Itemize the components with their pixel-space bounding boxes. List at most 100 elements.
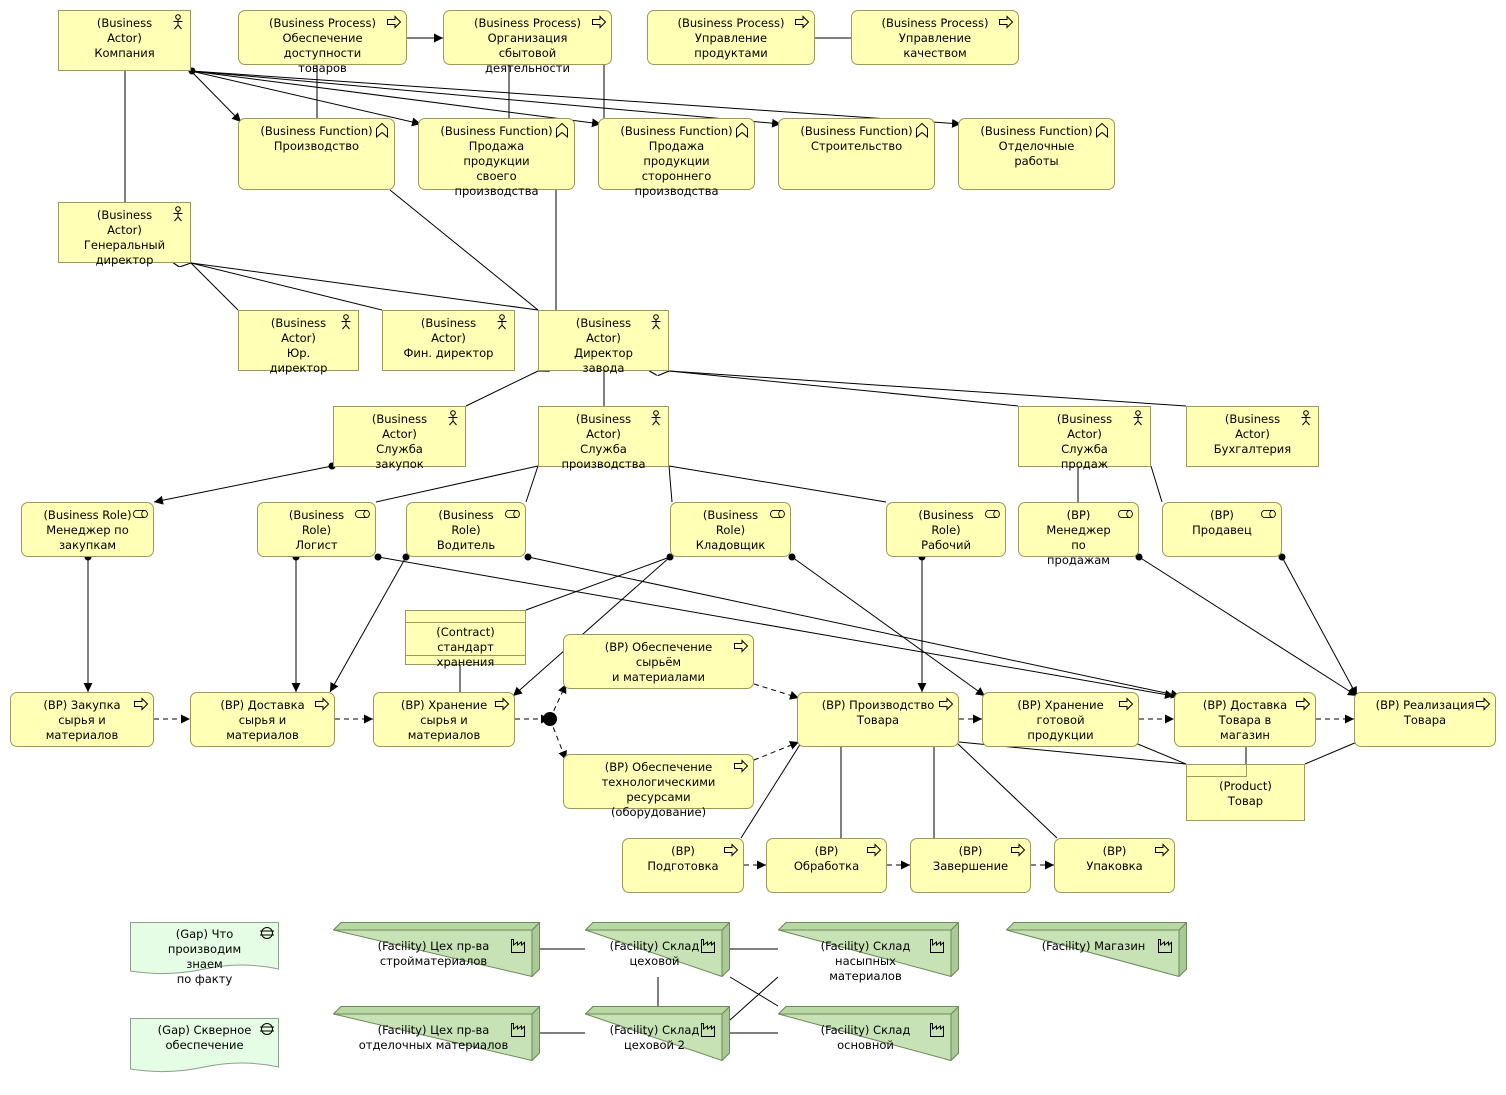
node-f-otdel[interactable]: (Business Function) Отделочные работы [958,118,1115,190]
node-label: (Business Function) Отделочные работы [980,124,1093,168]
relation-company-f1[interactable] [190,70,242,123]
business-actor-icon [651,314,661,330]
node-r-menprod[interactable]: (BP) Менеджер по продажам [1018,502,1139,567]
relation-vod-dost[interactable] [329,553,410,693]
relation-skl1-sklosn[interactable] [729,976,779,1007]
node-p-kach[interactable]: (Business Process) Управление качеством [851,10,1019,65]
node-f-prod-ext[interactable]: (Business Function) Продажа продукции ст… [598,118,755,198]
junction[interactable] [543,712,557,726]
relation-podg-proizv[interactable] [740,724,813,839]
node-product[interactable]: (Product) Товар [1186,764,1305,821]
node-bp-dostmag[interactable]: (BP) Доставка Товара в магазин [1174,692,1316,747]
node-fa-ceh2[interactable]: (Facility) Цех пр-ва отделочных материал… [333,1006,540,1061]
node-dirzav[interactable]: (Business Actor) Директор завода [538,310,669,375]
relation-sproizv-rab[interactable] [668,465,887,503]
node-bp-zav[interactable]: (BP) Завершение [910,838,1031,893]
business-function-icon [376,122,388,138]
node-f-proizv[interactable]: (Business Function) Производство [238,118,395,190]
node-fa-sklnas[interactable]: (Facility) Склад насыпных материалов [778,922,959,983]
relation-fproizv-dirzav[interactable] [389,189,539,311]
node-sprod[interactable]: (Business Actor) Служба продаж [1018,406,1151,471]
node-bp-hran[interactable]: (BP) Хранение сырья и материалов [373,692,515,747]
node-r-logist[interactable]: (Business Role) Логист [257,502,376,557]
node-bp-obtech[interactable]: (BP) Обеспечение технологическими ресурс… [563,754,754,819]
node-zakup[interactable]: (Business Actor) Служба закупок [333,406,466,471]
node-fa-ceh1[interactable]: (Facility) Цех пр-ва стройматериалов [333,922,540,977]
relation-obtech-proizv[interactable] [753,741,800,761]
relation-company-f4[interactable] [190,70,782,128]
relation-product-hrgot[interactable] [1132,741,1187,765]
node-contract[interactable]: (Contract) стандарт хранения [405,610,526,669]
node-fa-skl2[interactable]: (Facility) Склад цеховой 2 [585,1006,730,1061]
business-actor-icon [173,14,183,30]
node-bp-podg[interactable]: (BP) Подготовка [622,838,744,893]
relation-product-real[interactable] [1304,741,1358,765]
node-label: (Business Role) Рабочий [918,508,974,552]
node-f-prod-own[interactable]: (Business Function) Продажа продукции св… [418,118,575,198]
node-gap1[interactable]: (Gap) Что производим знаем по факту [130,922,279,986]
node-fa-sklosn[interactable]: (Facility) Склад основной [778,1006,959,1061]
node-company[interactable]: (Business Actor) Компания [58,10,191,71]
node-label: (BP) Производство Товара [821,698,935,727]
node-gap2[interactable]: (Gap) Скверное обеспечение [130,1018,279,1075]
facility-icon [1158,939,1172,953]
relation-prodavec-real[interactable] [1278,553,1358,697]
node-p-dost[interactable]: (Business Process) Обеспечение доступнос… [238,10,407,75]
node-fa-skl1[interactable]: (Facility) Склад цеховой [585,922,730,977]
business-process-icon [1119,697,1134,711]
node-r-klad[interactable]: (Business Role) Кладовщик [670,502,791,557]
node-yur[interactable]: (Business Actor) Юр. директор [238,310,359,375]
relation-gendir-fin[interactable] [191,263,383,311]
relation-junc-obsyr[interactable] [549,683,567,720]
relation-junc-obtech[interactable] [549,718,567,761]
node-3d-shape [585,922,730,977]
business-process-icon [315,697,330,711]
node-bp-obsyr[interactable]: (BP) Обеспечение сырьём и материалами [563,634,754,689]
node-p-org[interactable]: (Business Process) Организация сбытовой … [443,10,612,75]
relation-sproizv-klad[interactable] [668,465,673,503]
node-bp-obr[interactable]: (BP) Обработка [766,838,887,893]
node-label: (Business Actor) Фин. директор [403,316,494,360]
relation-dirzav-buh[interactable] [669,371,1187,407]
business-role-icon [1261,510,1276,518]
node-p-upr[interactable]: (Business Process) Управление продуктами [647,10,815,65]
relation-gendir-yur[interactable] [191,263,239,311]
relation-klad-hran[interactable] [512,553,674,697]
node-bp-real[interactable]: (BP) Реализация Товара [1354,692,1496,747]
relation-obsyr-proizv[interactable] [753,683,800,700]
node-label: (Business Function) Производство [260,124,373,153]
relation-sproizv-logist[interactable] [375,465,539,503]
node-r-vod[interactable]: (Business Role) Водитель [406,502,526,557]
relation-menprod-real[interactable] [1135,553,1358,697]
node-fa-mag[interactable]: (Facility) Магазин [1006,922,1187,977]
node-bp-dost[interactable]: (BP) Доставка сырья и материалов [190,692,335,747]
relation-company-f2[interactable] [190,70,422,127]
relation-skl2-sklnas[interactable] [729,976,779,1021]
node-bp-upak[interactable]: (BP) Упаковка [1054,838,1175,893]
node-bp-hrgot[interactable]: (BP) Хранение готовой продукции [982,692,1139,747]
node-fin[interactable]: (Business Actor) Фин. директор [382,310,515,371]
node-r-prodavec[interactable]: (BP) Продавец [1162,502,1282,557]
node-sproizv[interactable]: (Business Actor) Служба производства [538,406,669,471]
node-gendir[interactable]: (Business Actor) Генеральный директор [58,202,191,267]
node-bp-zak[interactable]: (BP) Закупка сырья и материалов [10,692,154,747]
relation-company-f5[interactable] [190,70,962,128]
relation-sproizv-vod[interactable] [525,465,539,503]
relation-klad-hrgot[interactable] [788,553,986,697]
relation-gendir-dirzav[interactable] [191,263,539,311]
relation-zakup-menzak[interactable] [153,462,336,505]
relation-dirzav-zakup[interactable] [465,371,538,407]
relation-upak-proizv[interactable] [941,727,1058,839]
relation-dirzav-sprod[interactable] [669,371,1019,407]
node-buh[interactable]: (Business Actor) Бухгалтерия [1186,406,1319,467]
node-bp-proizv[interactable]: (BP) Производство Товара [797,692,959,747]
node-f-stroit[interactable]: (Business Function) Строительство [778,118,935,190]
relation-sprod-prodavec[interactable] [1150,465,1163,503]
node-label: (Business Actor) Генеральный директор [83,208,166,267]
relation-company-f3[interactable] [190,70,602,128]
relation-klad-contract[interactable] [525,556,671,611]
node-r-rab[interactable]: (Business Role) Рабочий [886,502,1006,557]
node-label: (Gap) Скверное обеспечение [157,1023,252,1052]
node-r-menzak[interactable]: (Business Role) Менеджер по закупкам [21,502,154,557]
